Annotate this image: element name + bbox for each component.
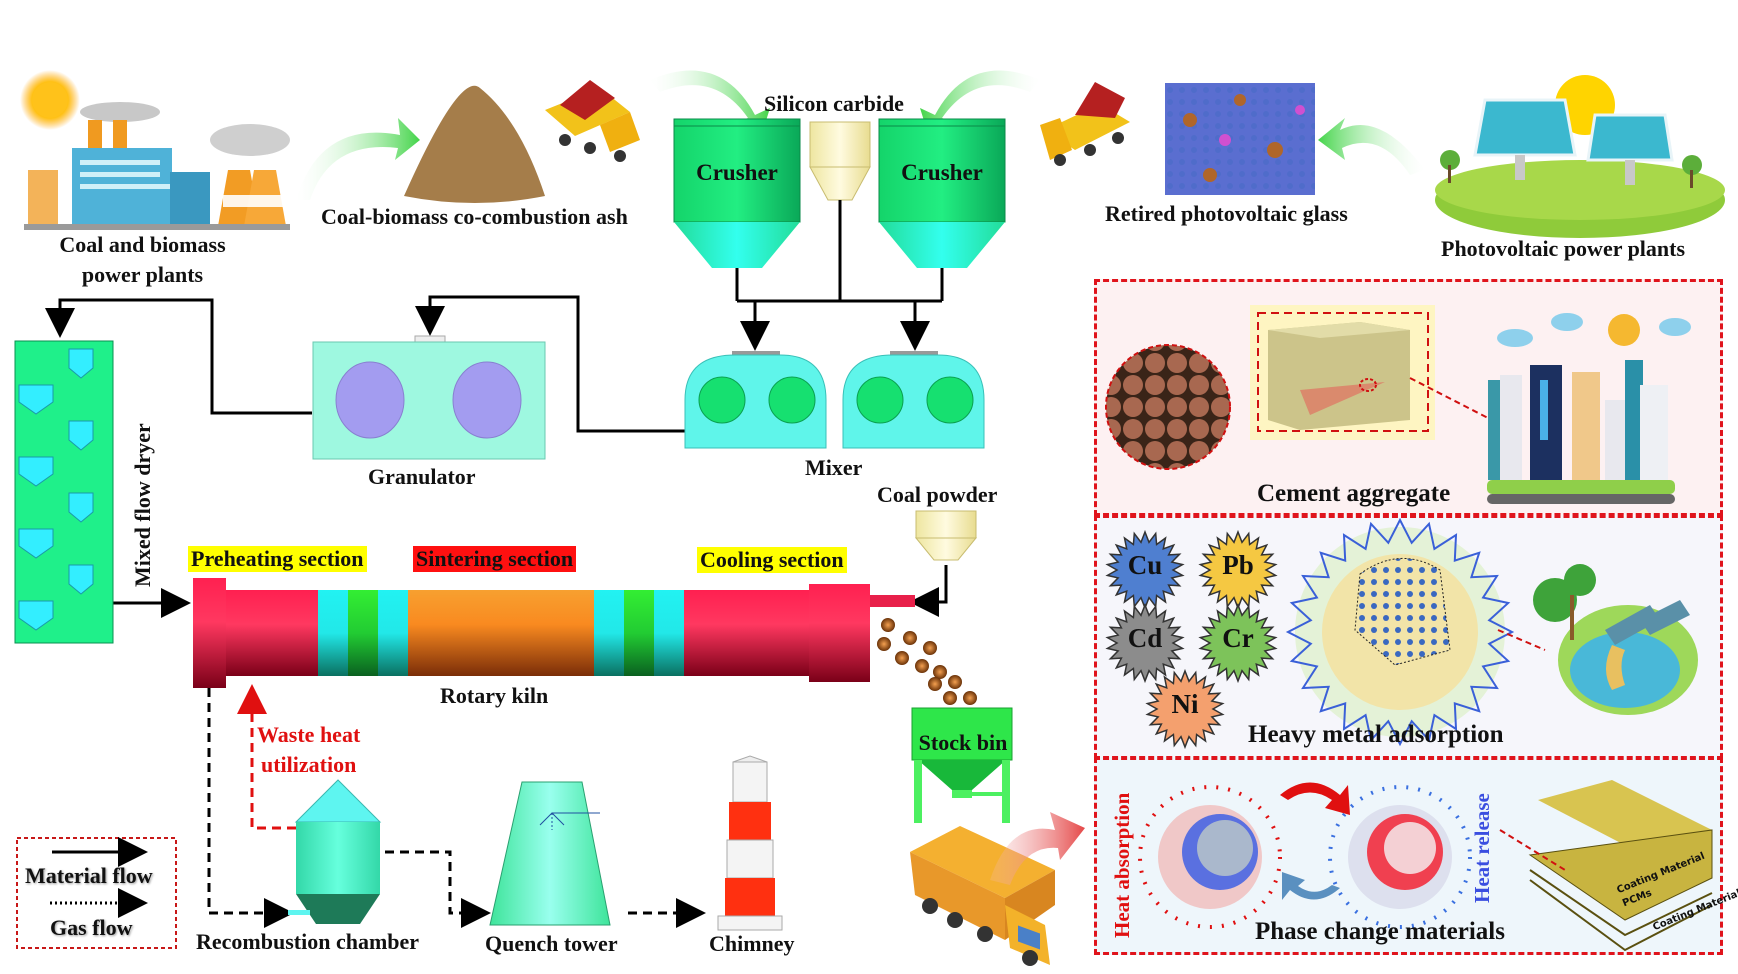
coal-powder-label: Coal powder xyxy=(877,482,998,507)
adsorbent-sphere xyxy=(1295,527,1505,737)
coal-plant-label-line1: Coal and biomass xyxy=(59,232,226,257)
cement-aggregate-title: Cement aggregate xyxy=(1257,480,1451,507)
sintering-section-label: Sintering section xyxy=(413,546,577,572)
mixer-right xyxy=(842,351,985,449)
legend-material-label: Material flow xyxy=(25,863,153,888)
material-flow-lines xyxy=(45,200,948,618)
waste-heat-line xyxy=(237,684,296,830)
preheating-section-label: Preheating section xyxy=(188,546,367,572)
mixer-label: Mixer xyxy=(805,455,863,480)
metal-label-ni: Ni xyxy=(1171,689,1199,719)
quench-tower xyxy=(489,781,611,926)
metal-star-cd xyxy=(1105,602,1185,684)
legend-gas-label: Gas flow xyxy=(50,915,133,940)
pv-glass-label: Retired photovoltaic glass xyxy=(1105,201,1348,226)
coal-plant-illustration xyxy=(20,70,290,230)
granulator xyxy=(312,335,546,460)
pv-plant-label: Photovoltaic power plants xyxy=(1441,236,1686,261)
flow-arrow-plant-to-ash xyxy=(296,118,420,200)
waste-heat-line1: Waste heat xyxy=(257,722,361,747)
crusher-left xyxy=(673,118,801,268)
city-buildings-icon xyxy=(1487,313,1691,504)
crusher-right-label: Crusher xyxy=(901,160,983,185)
flow-arrow-pv-to-glass xyxy=(1318,118,1425,175)
stock-bin-label: Stock bin xyxy=(918,730,1008,755)
pellet-closeup-image xyxy=(1105,344,1231,470)
rotary-kiln-label: Rotary kiln xyxy=(440,683,549,708)
metal-star-ni xyxy=(1145,668,1225,750)
metal-label-cd: Cd xyxy=(1127,623,1163,653)
metal-label-cr: Cr xyxy=(1222,623,1254,653)
crusher-left-label: Crusher xyxy=(696,160,778,185)
ash-label: Coal-biomass co-combustion ash xyxy=(321,204,628,229)
pv-plant-illustration xyxy=(1435,75,1725,238)
mixed-flow-dryer xyxy=(14,340,114,644)
flow-arrow-to-applications xyxy=(990,812,1085,885)
coal-powder-hopper xyxy=(914,510,978,561)
chimney-label: Chimney xyxy=(709,931,795,956)
stock-bin xyxy=(911,707,1013,823)
gas-flow-lines xyxy=(207,688,706,928)
heavy-metal-title: Heavy metal adsorption xyxy=(1248,721,1504,748)
metal-label-cu: Cu xyxy=(1127,550,1163,580)
recombustion-label: Recombustion chamber xyxy=(196,929,420,954)
phase-cycle-arrow-red xyxy=(1280,782,1350,815)
crusher-right xyxy=(878,118,1006,268)
ash-pile-image xyxy=(404,85,545,203)
brick-frame xyxy=(1257,312,1429,432)
dryer-label: Mixed flow dryer xyxy=(130,423,155,587)
silicon-carbide-label: Silicon carbide xyxy=(764,91,904,116)
concrete-brick-image xyxy=(1268,322,1410,430)
heat-absorption-label: Heat absorption xyxy=(1110,792,1134,938)
connector-line xyxy=(1409,377,1489,419)
chimney xyxy=(717,755,783,931)
waste-heat-label: Waste heat utilization xyxy=(257,720,360,780)
quench-tower-label: Quench tower xyxy=(485,931,618,956)
pv-glass-image xyxy=(1165,83,1315,195)
heat-release-label: Heat release xyxy=(1470,793,1494,903)
recombustion-chamber xyxy=(288,779,382,924)
waste-heat-line2: utilization xyxy=(261,752,357,777)
ceramsite-pellets xyxy=(877,618,977,705)
pcm-title: Phase change materials xyxy=(1255,918,1505,945)
phase-cycle-arrow-blue xyxy=(1282,872,1340,900)
pcm-absorb-sphere xyxy=(1138,785,1282,929)
pcm-release-sphere xyxy=(1328,785,1472,929)
truck-icon-left xyxy=(545,80,640,162)
dump-truck-icon xyxy=(910,826,1055,966)
truck-icon-right xyxy=(1040,82,1130,166)
coal-plant-label-line2: power plants xyxy=(81,262,204,287)
metal-label-pb: Pb xyxy=(1222,550,1254,580)
silicon-carbide-hopper xyxy=(809,121,871,201)
pcm-layered-board xyxy=(1528,780,1713,952)
metal-star-cr xyxy=(1198,602,1278,684)
metal-stars xyxy=(1105,529,1278,750)
adsorbent-sphere-halo xyxy=(1285,517,1515,747)
granulator-label: Granulator xyxy=(368,464,476,489)
cooling-section-label: Cooling section xyxy=(697,547,847,573)
coal-plant-label: Coal and biomass power plants xyxy=(30,230,255,290)
mixer-left xyxy=(684,351,827,449)
legend-box xyxy=(16,837,177,949)
rotary-kiln xyxy=(193,578,915,688)
connector-line xyxy=(1497,629,1546,651)
wastewater-pond-icon xyxy=(1533,564,1698,715)
connector-line xyxy=(1499,829,1566,871)
